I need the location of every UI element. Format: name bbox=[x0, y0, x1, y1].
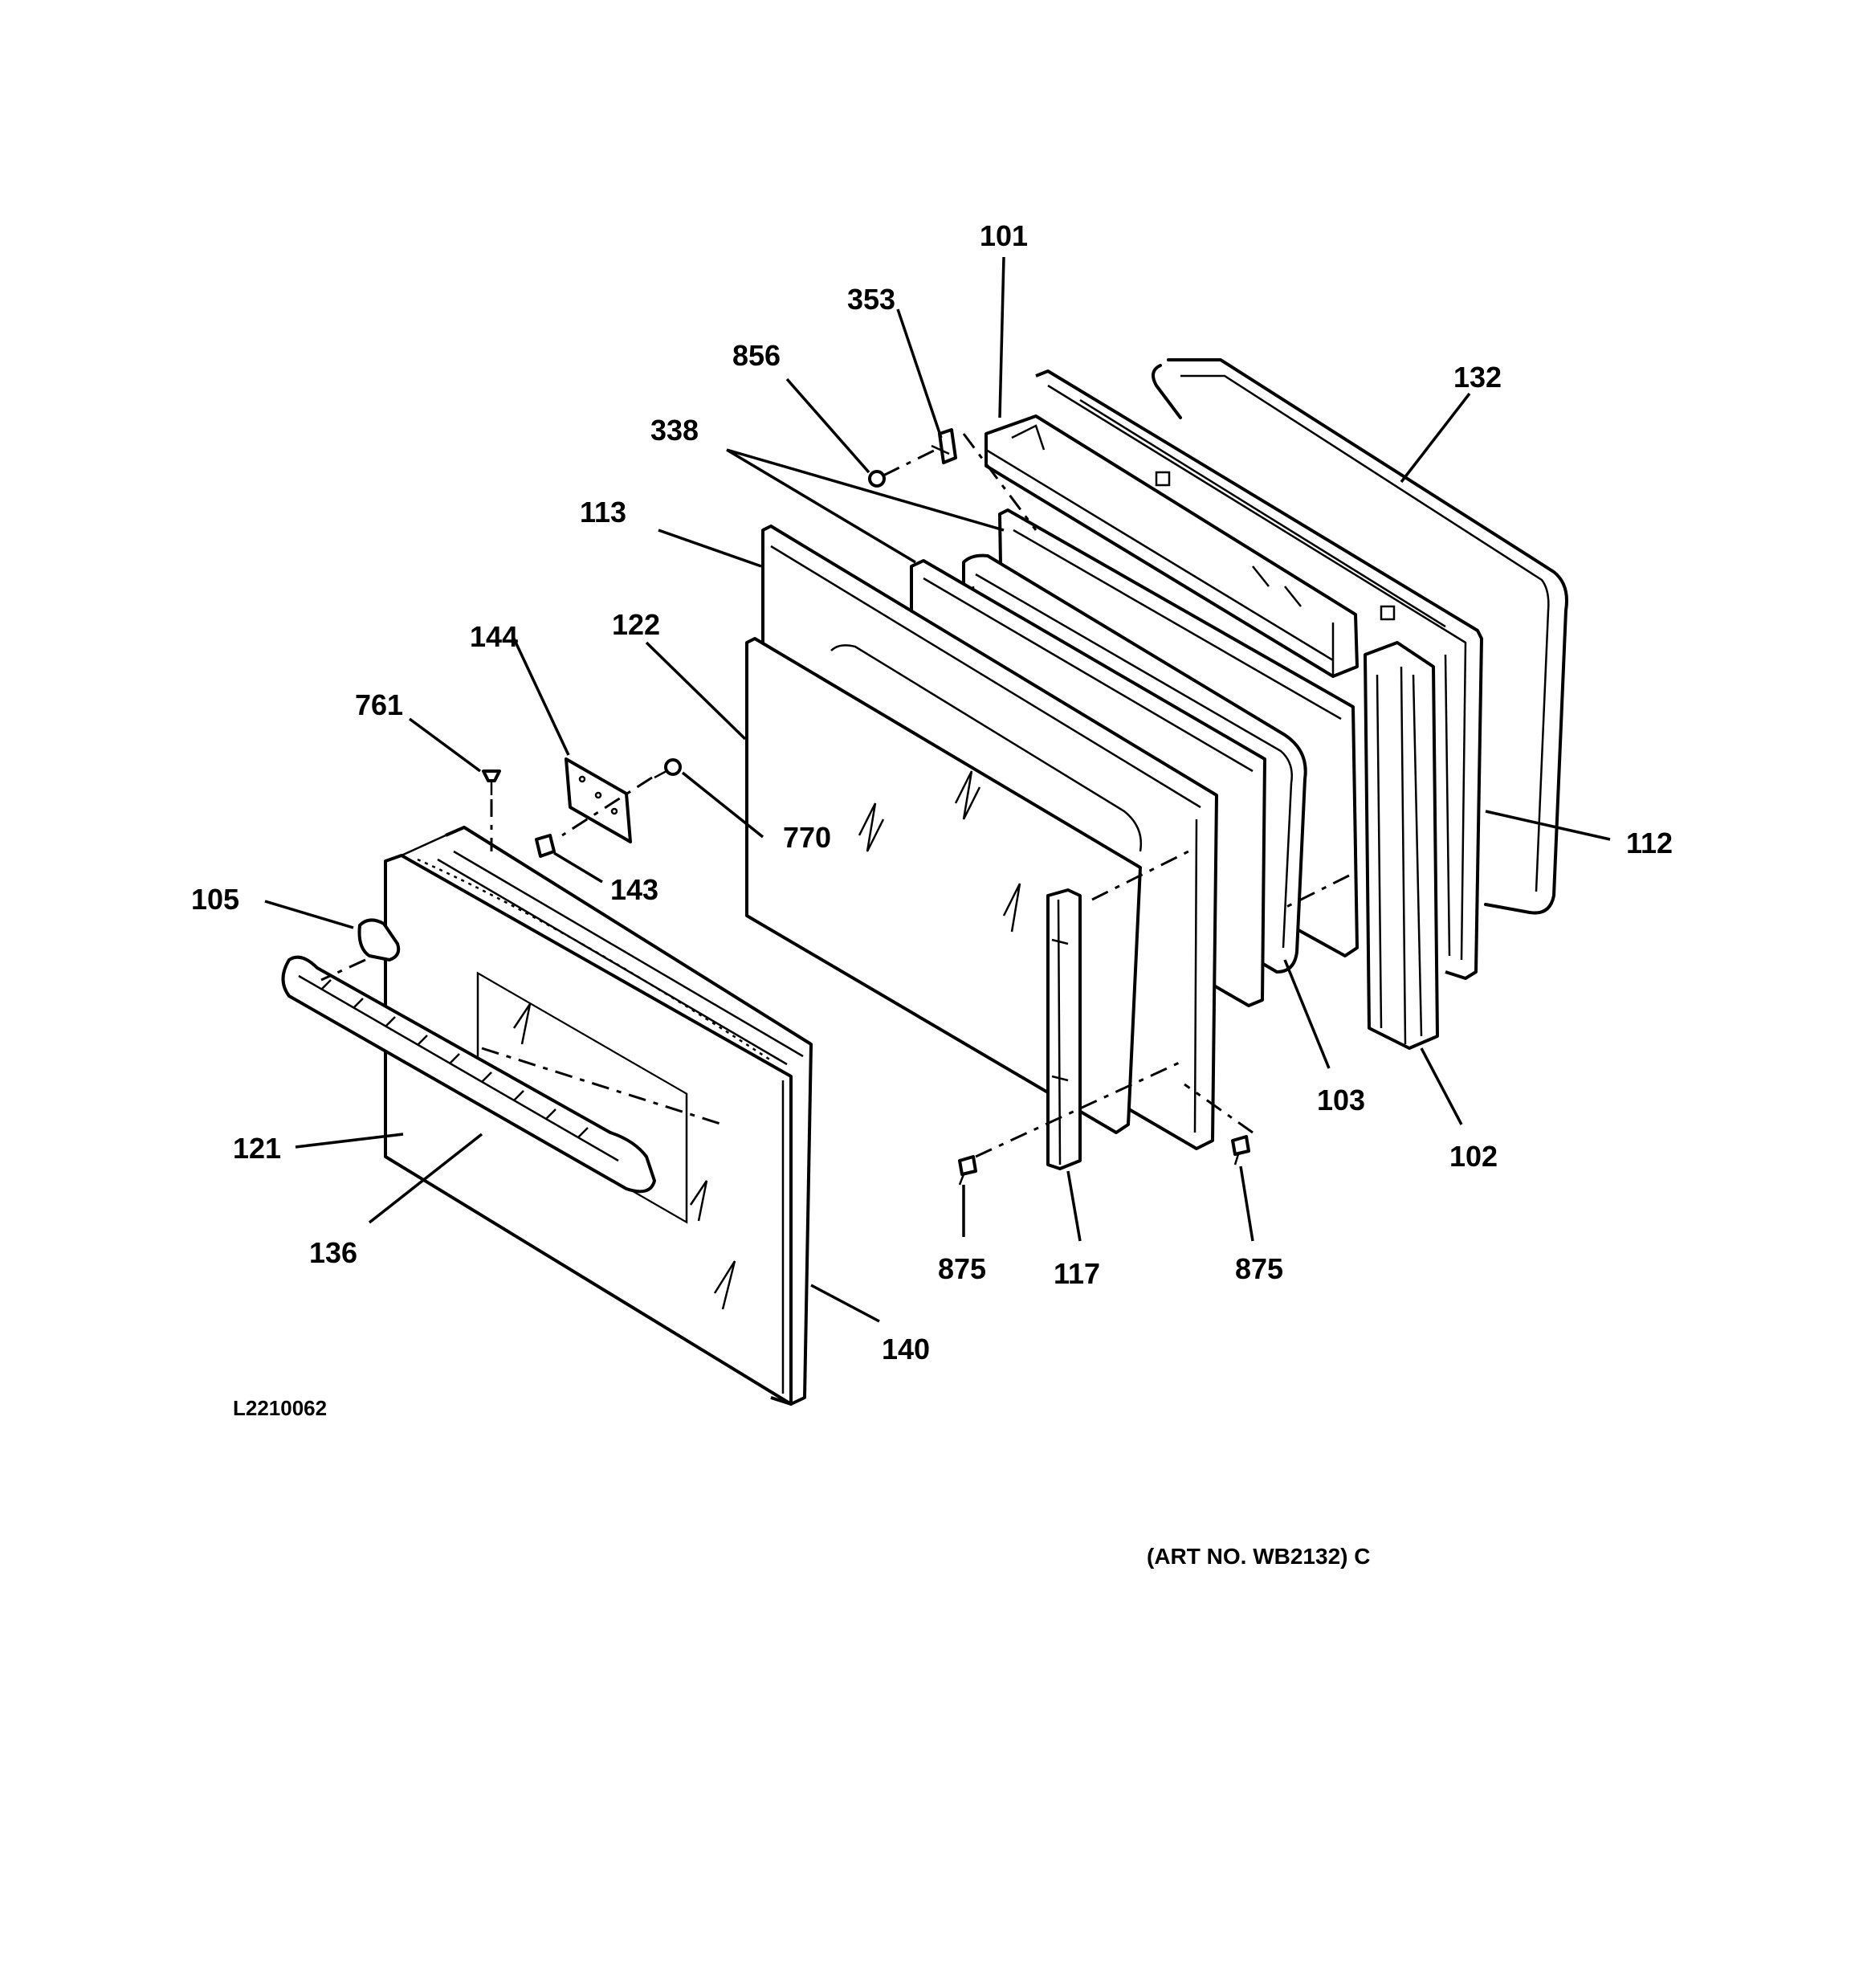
callout-338: 338 bbox=[650, 414, 699, 447]
part-856-screw bbox=[868, 470, 886, 488]
callout-121: 121 bbox=[233, 1132, 281, 1165]
part-132-door-gasket bbox=[1152, 358, 1568, 915]
callout-136: 136 bbox=[309, 1236, 357, 1269]
part-122-outer-window-glass bbox=[745, 637, 1143, 1134]
part-143-clip bbox=[535, 834, 556, 858]
callout-353: 353 bbox=[847, 283, 895, 316]
callout-875-right: 875 bbox=[1235, 1252, 1283, 1285]
part-761-screw bbox=[482, 769, 501, 795]
callout-105: 105 bbox=[191, 883, 239, 916]
callout-856: 856 bbox=[732, 339, 781, 372]
part-117-hinge-bracket bbox=[1046, 888, 1082, 1170]
part-136-door-handle bbox=[281, 955, 656, 1194]
part-353-hinge-bracket bbox=[931, 428, 957, 464]
part-105-handle-end-cap bbox=[357, 918, 401, 961]
callout-117: 117 bbox=[1054, 1257, 1100, 1290]
art-number: (ART NO. WB2132) C bbox=[1147, 1544, 1370, 1569]
drawing-id: L2210062 bbox=[233, 1396, 327, 1420]
callout-101: 101 bbox=[980, 219, 1028, 252]
part-875-screw-left bbox=[958, 1155, 977, 1186]
callout-leader-lines bbox=[264, 256, 1611, 1323]
callout-140: 140 bbox=[882, 1333, 930, 1365]
part-144-hinge-plate bbox=[565, 757, 632, 843]
part-101-door-vent-duct bbox=[984, 414, 1359, 678]
part-875-screw-right bbox=[1231, 1135, 1250, 1165]
callout-875-left: 875 bbox=[938, 1252, 986, 1285]
callout-102: 102 bbox=[1449, 1140, 1498, 1173]
part-770-screw bbox=[654, 758, 682, 779]
callout-112: 112 bbox=[1626, 827, 1673, 859]
callout-143: 143 bbox=[610, 873, 658, 906]
part-102-side-trim bbox=[1364, 641, 1439, 1050]
callout-labels: 101 353 856 132 338 113 144 122 761 770 … bbox=[191, 219, 1673, 1365]
callout-122: 122 bbox=[612, 608, 660, 641]
callout-144: 144 bbox=[470, 620, 518, 653]
callout-761: 761 bbox=[355, 688, 403, 721]
callout-132: 132 bbox=[1453, 361, 1502, 394]
callout-770: 770 bbox=[783, 821, 831, 854]
callout-113: 113 bbox=[580, 496, 626, 529]
callout-103: 103 bbox=[1317, 1084, 1365, 1116]
assembly-centerlines bbox=[320, 433, 1350, 1158]
